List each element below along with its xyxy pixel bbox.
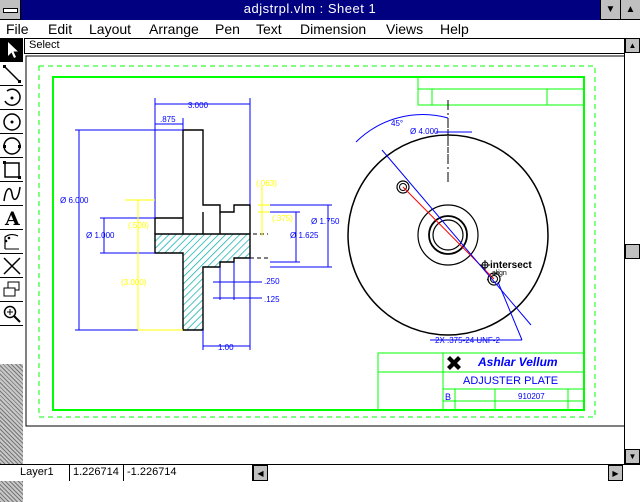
minimize-button[interactable]: ▼: [600, 0, 620, 20]
maximize-icon: ▲: [625, 4, 636, 15]
sheet-size: B: [445, 392, 451, 402]
up-arrow-icon: ▲: [628, 41, 637, 50]
dim-ref-063: (.063): [256, 179, 277, 188]
dim-dia-1625: Ø 1.625: [290, 231, 319, 240]
dim-angle-45: 45°: [391, 119, 403, 128]
scroll-up-button[interactable]: ▲: [625, 38, 640, 53]
svg-text:A: A: [4, 208, 20, 228]
trim-tool-icon: [2, 256, 21, 275]
trim-tool[interactable]: [0, 254, 23, 278]
ellipse-tool-icon: [2, 136, 21, 155]
front-dimensions: [355, 114, 532, 341]
left-arrow-icon: ◀: [257, 468, 264, 478]
arc-tool[interactable]: [0, 86, 23, 110]
dim-ref-500: (.500): [128, 221, 149, 230]
revision-block: [417, 77, 584, 106]
y-coordinate: -1.226714: [124, 465, 253, 481]
page-outline: [25, 55, 624, 427]
menu-file[interactable]: File: [6, 21, 29, 37]
circle-tool[interactable]: [0, 110, 23, 134]
title-block: [377, 352, 585, 411]
right-arrow-icon: ▶: [612, 468, 619, 478]
snap-intersect-label: intersect: [490, 260, 532, 271]
line-tool[interactable]: [0, 62, 23, 86]
menu-dimension[interactable]: Dimension: [300, 21, 367, 37]
window-title: adjstrpl.vlm : Sheet 1: [243, 1, 377, 16]
down-arrow-icon: ▼: [628, 452, 637, 461]
rectangle-tool-icon: [2, 160, 21, 179]
dim-ref-3000: (3.000): [121, 278, 147, 287]
dim-dia-1750: Ø 1.750: [311, 217, 340, 226]
ellipse-tool[interactable]: [0, 134, 23, 158]
dim-thread: 2X .375-24 UNF-2: [435, 336, 500, 345]
dimension-tool[interactable]: [0, 230, 23, 254]
vertical-scrollbar[interactable]: ▲ ▼: [624, 38, 640, 464]
group-tool-icon: [3, 281, 19, 296]
drawing-canvas[interactable]: 3.000 .875 Ø 6.000 Ø 1.000 Ø 1.750 Ø 1.6…: [24, 54, 624, 464]
message-line: Select: [24, 38, 640, 54]
menu-bar: File Edit Layout Arrange Pen Text Dimens…: [0, 20, 640, 39]
circle-tool-icon: [2, 112, 21, 131]
line-tool-icon: [2, 64, 21, 83]
rectangle-tool[interactable]: [0, 158, 23, 182]
pointer-tool-icon: [7, 41, 18, 58]
menu-layout[interactable]: Layout: [89, 21, 132, 37]
dim-100: 1.00: [218, 343, 234, 352]
company-name: Ashlar Vellum: [477, 355, 558, 369]
menu-arrange[interactable]: Arrange: [149, 21, 199, 37]
side-dimensions: [75, 98, 332, 350]
zoom-tool[interactable]: [0, 302, 23, 326]
maximize-button[interactable]: ▲: [620, 0, 640, 20]
dim-dia-1000: Ø 1.000: [86, 231, 115, 240]
dim-125: .125: [264, 295, 280, 304]
horizontal-scrollbar[interactable]: ◀ ▶: [253, 465, 640, 481]
scroll-left-button[interactable]: ◀: [253, 465, 268, 481]
part-name: ADJUSTER PLATE: [463, 375, 558, 387]
drawing-border: [52, 76, 585, 411]
dim-3000: 3.000: [188, 101, 209, 110]
print-margin: [38, 65, 596, 418]
system-menu-icon: [3, 8, 18, 13]
scroll-right-button[interactable]: ▶: [608, 465, 623, 481]
tool-palette: A: [0, 38, 25, 502]
arc-tool-icon: [3, 88, 21, 106]
group-tool[interactable]: [0, 278, 23, 302]
vertical-scroll-thumb[interactable]: [625, 244, 640, 259]
menu-text[interactable]: Text: [256, 21, 282, 37]
curve-tool[interactable]: [0, 182, 23, 206]
dim-ref-375: (.375): [272, 214, 293, 223]
menu-pen[interactable]: Pen: [215, 21, 240, 37]
dimension-tool-icon: [3, 233, 19, 249]
pointer-tool[interactable]: [0, 38, 23, 62]
snap-cursor: intersect align: [480, 260, 532, 281]
dim-dia-6000: Ø 6.000: [60, 196, 89, 205]
scroll-down-button[interactable]: ▼: [625, 449, 640, 464]
front-view-part: [347, 134, 549, 336]
text-tool[interactable]: A: [0, 206, 23, 230]
system-menu-button[interactable]: [0, 0, 21, 20]
zoom-tool-icon: [3, 305, 21, 323]
minimize-icon: ▼: [605, 4, 616, 15]
dim-875: .875: [160, 115, 176, 124]
ashlar-logo: [447, 356, 461, 370]
palette-background: [0, 364, 23, 502]
text-tool-icon: A: [4, 208, 20, 228]
menu-views[interactable]: Views: [386, 21, 424, 37]
mode-label: Select: [29, 39, 60, 51]
dim-dia-4000: Ø 4.000: [410, 127, 439, 136]
title-bar: adjstrpl.vlm : Sheet 1 ▼ ▲: [0, 0, 640, 20]
menu-help[interactable]: Help: [440, 21, 469, 37]
layer-indicator[interactable]: Layer1: [0, 465, 70, 481]
side-view-part: [154, 129, 251, 234]
dim-250: .250: [264, 277, 280, 286]
x-coordinate: 1.226714: [70, 465, 124, 481]
snap-align-label: align: [492, 270, 507, 277]
status-bar: Layer1 1.226714 -1.226714 ◀ ▶: [0, 464, 640, 481]
reference-dimensions: [125, 186, 270, 331]
drawing-number: 910207: [518, 392, 545, 401]
menu-edit[interactable]: Edit: [48, 21, 73, 37]
curve-tool-icon: [2, 186, 21, 201]
